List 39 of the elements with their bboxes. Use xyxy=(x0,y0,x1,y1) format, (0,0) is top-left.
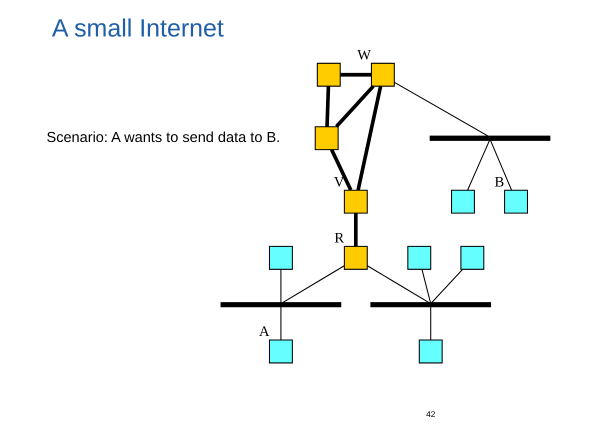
node-box xyxy=(268,340,293,364)
connector xyxy=(367,265,430,303)
node-line xyxy=(370,302,492,308)
diagram-title: A small Internet xyxy=(52,14,224,42)
connector xyxy=(431,269,463,303)
node-label: B xyxy=(494,174,504,190)
connector xyxy=(394,82,488,136)
connector xyxy=(282,265,344,303)
connector xyxy=(330,148,352,191)
connector xyxy=(356,86,382,190)
node-label: V xyxy=(334,174,344,190)
node-box xyxy=(344,246,368,270)
node-box xyxy=(504,190,528,214)
connector xyxy=(280,270,282,302)
node-box xyxy=(451,190,475,214)
connector xyxy=(490,140,512,190)
node-label: A xyxy=(259,324,270,340)
connector xyxy=(340,72,372,77)
label: 42 xyxy=(426,408,436,419)
connector xyxy=(280,306,282,340)
connector xyxy=(467,140,490,190)
node-line xyxy=(430,136,550,141)
node-line xyxy=(220,302,342,308)
node-box xyxy=(314,126,339,150)
node-box xyxy=(316,62,341,87)
connector xyxy=(430,306,432,340)
node-label: R xyxy=(334,230,344,246)
connector xyxy=(354,213,358,246)
node-box xyxy=(407,246,432,270)
node-box xyxy=(344,190,368,214)
node-box xyxy=(370,62,395,87)
node-box xyxy=(268,246,293,270)
connector xyxy=(335,84,375,128)
connector xyxy=(325,86,330,127)
connector xyxy=(422,270,431,303)
node-box xyxy=(418,340,443,364)
label: Scenario: A wants to send data to B. xyxy=(46,130,280,146)
node-box xyxy=(460,246,484,270)
node-label: W xyxy=(357,47,372,64)
